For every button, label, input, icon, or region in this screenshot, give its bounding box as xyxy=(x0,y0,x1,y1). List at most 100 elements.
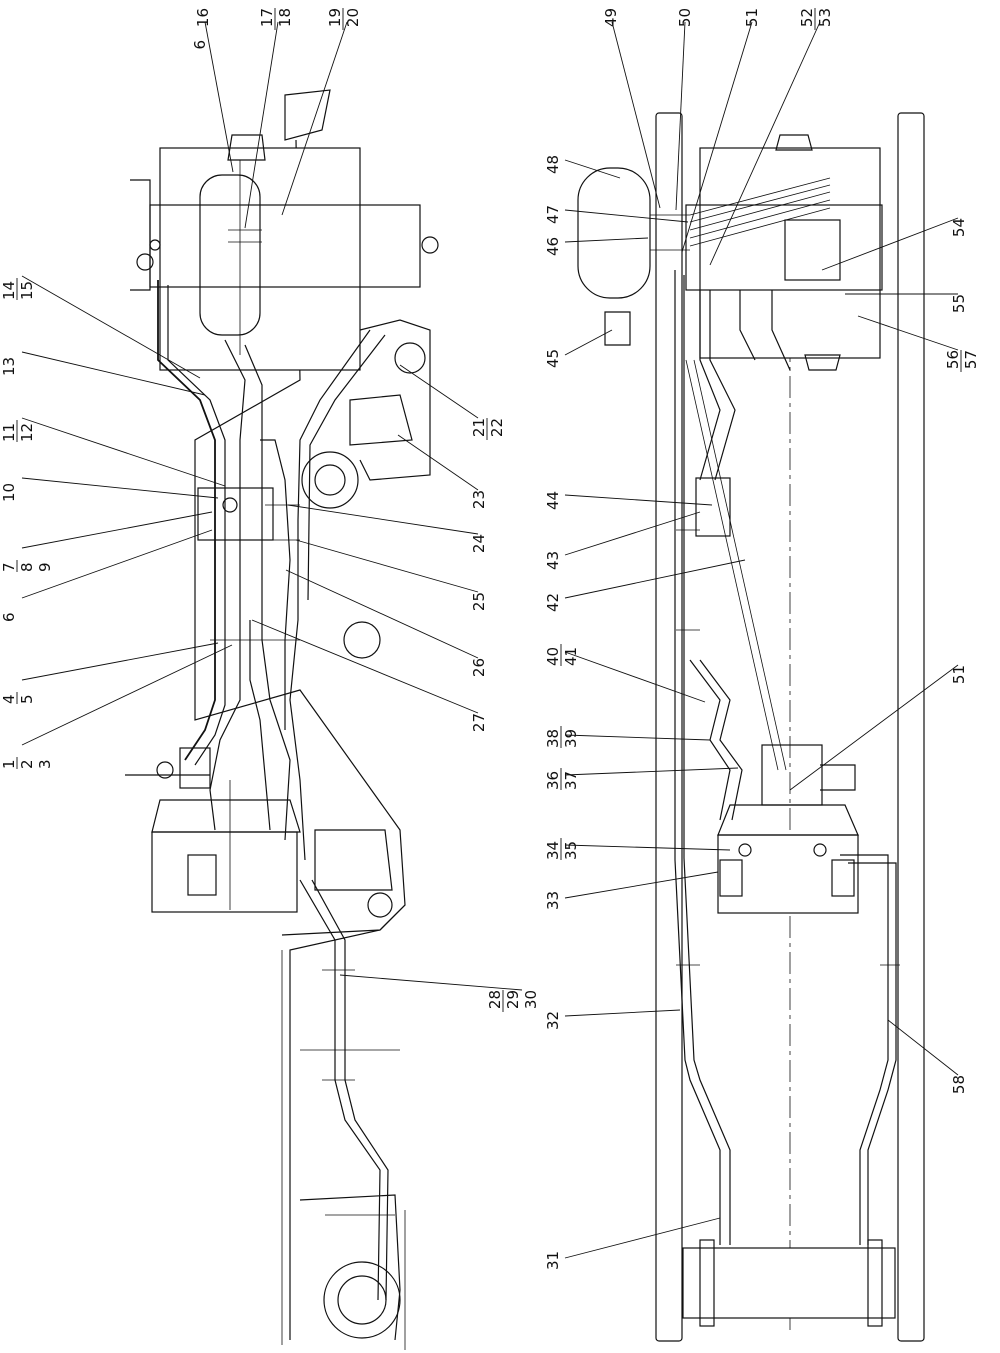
callout-text: 26 xyxy=(470,658,488,677)
callout-text: 23 xyxy=(470,490,488,509)
callout-text: 10 xyxy=(0,483,18,502)
callout-c25: 25 xyxy=(470,592,488,611)
callout-c42: 42 xyxy=(544,593,562,612)
callout-text: 9 xyxy=(36,562,54,572)
callout-text: 31 xyxy=(544,1251,562,1270)
callout-text: 6 xyxy=(191,40,209,50)
callout-c58: 58 xyxy=(950,1075,968,1094)
callout-c56: 56 57 xyxy=(944,350,980,372)
callout-c13: 13 xyxy=(0,357,18,376)
callout-text: 34 xyxy=(544,841,562,860)
callout-text: 36 xyxy=(544,771,562,790)
callout-text: 6 xyxy=(0,612,18,622)
callout-c6: 6 xyxy=(0,612,18,622)
callout-text: 56 xyxy=(944,350,962,369)
callout-text: 5 xyxy=(18,694,36,704)
callout-text: 51 xyxy=(950,665,968,684)
callout-c31: 31 xyxy=(544,1251,562,1270)
callout-text: 53 xyxy=(816,8,834,27)
callout-text: 55 xyxy=(950,294,968,313)
callout-c43: 43 xyxy=(544,551,562,570)
callout-text: 13 xyxy=(0,357,18,376)
callout-c51a: 51 xyxy=(743,8,761,27)
callout-c21: 21 22 xyxy=(470,418,506,440)
callout-c38: 38 39 xyxy=(544,726,580,748)
callout-c48: 48 xyxy=(544,155,562,174)
callout-labels: 6 16 17 18 19 20 14 15 13 11 12 10 xyxy=(0,8,980,1270)
callout-c44: 44 xyxy=(544,491,562,510)
callout-c16: 6 xyxy=(191,40,209,50)
callout-text: 18 xyxy=(276,8,294,27)
callout-c16: 16 xyxy=(194,8,212,27)
callout-text: 39 xyxy=(562,729,580,748)
callout-text: 29 xyxy=(504,990,522,1009)
callout-text: 24 xyxy=(470,534,488,553)
callout-text: 41 xyxy=(562,647,580,666)
callout-c46: 46 xyxy=(544,237,562,256)
callout-text: 28 xyxy=(486,990,504,1009)
callout-c51b: 51 xyxy=(950,665,968,684)
callout-text: 37 xyxy=(562,771,580,790)
callout-text: 27 xyxy=(470,713,488,732)
callout-text: 1 xyxy=(0,759,18,769)
callout-c45: 45 xyxy=(544,349,562,368)
callout-text: 32 xyxy=(544,1011,562,1030)
callout-c36: 36 37 xyxy=(544,768,580,790)
callout-c28: 28 29 30 xyxy=(486,990,540,1012)
callout-text: 3 xyxy=(36,759,54,769)
callout-c33: 33 xyxy=(544,891,562,910)
callout-text: 20 xyxy=(344,8,362,27)
callout-c32: 32 xyxy=(544,1011,562,1030)
callout-c47: 47 xyxy=(544,205,562,224)
callout-text: 57 xyxy=(962,350,980,369)
callout-text: 54 xyxy=(950,218,968,237)
callout-text: 49 xyxy=(602,8,620,27)
callout-c55: 55 xyxy=(950,294,968,313)
callout-text: 42 xyxy=(544,593,562,612)
callout-c26: 26 xyxy=(470,658,488,677)
callout-text: 16 xyxy=(194,8,212,27)
callout-text: 22 xyxy=(488,418,506,437)
callout-text: 44 xyxy=(544,491,562,510)
callout-c49: 49 xyxy=(602,8,620,27)
callout-text: 58 xyxy=(950,1075,968,1094)
callout-c52: 52 53 xyxy=(798,8,834,30)
callout-text: 30 xyxy=(522,990,540,1009)
callout-c7: 7 8 9 xyxy=(0,560,54,572)
callout-text: 51 xyxy=(743,8,761,27)
callout-text: 35 xyxy=(562,841,580,860)
callout-text: 21 xyxy=(470,418,488,437)
callout-c11: 11 12 xyxy=(0,420,36,442)
callout-text: 38 xyxy=(544,729,562,748)
callout-c54: 54 xyxy=(950,218,968,237)
callout-c40: 40 41 xyxy=(544,644,580,666)
callout-c50: 50 xyxy=(676,8,694,27)
callout-text: 43 xyxy=(544,551,562,570)
callout-c27: 27 xyxy=(470,713,488,732)
callout-text: 15 xyxy=(18,281,36,300)
callout-text: 46 xyxy=(544,237,562,256)
callout-text: 14 xyxy=(0,281,18,300)
left-view xyxy=(21,21,523,1350)
callout-c23: 23 xyxy=(470,490,488,509)
callout-text: 7 xyxy=(0,562,18,572)
callout-text: 4 xyxy=(0,694,18,704)
callout-text: 17 xyxy=(258,8,276,27)
callout-text: 2 xyxy=(18,759,36,769)
callout-text: 40 xyxy=(544,647,562,666)
callout-text: 19 xyxy=(326,8,344,27)
callout-text: 47 xyxy=(544,205,562,224)
callout-c17: 17 18 xyxy=(258,8,294,30)
callout-c4: 4 5 xyxy=(0,692,36,704)
callout-text: 45 xyxy=(544,349,562,368)
callout-text: 25 xyxy=(470,592,488,611)
callout-c14: 14 15 xyxy=(0,278,36,300)
callout-text: 33 xyxy=(544,891,562,910)
callout-c19: 19 20 xyxy=(326,8,362,30)
callout-text: 8 xyxy=(18,562,36,572)
callout-text: 12 xyxy=(18,423,36,442)
callout-text: 48 xyxy=(544,155,562,174)
callout-c1: 1 2 3 xyxy=(0,757,54,769)
callout-c34: 34 35 xyxy=(544,838,580,860)
